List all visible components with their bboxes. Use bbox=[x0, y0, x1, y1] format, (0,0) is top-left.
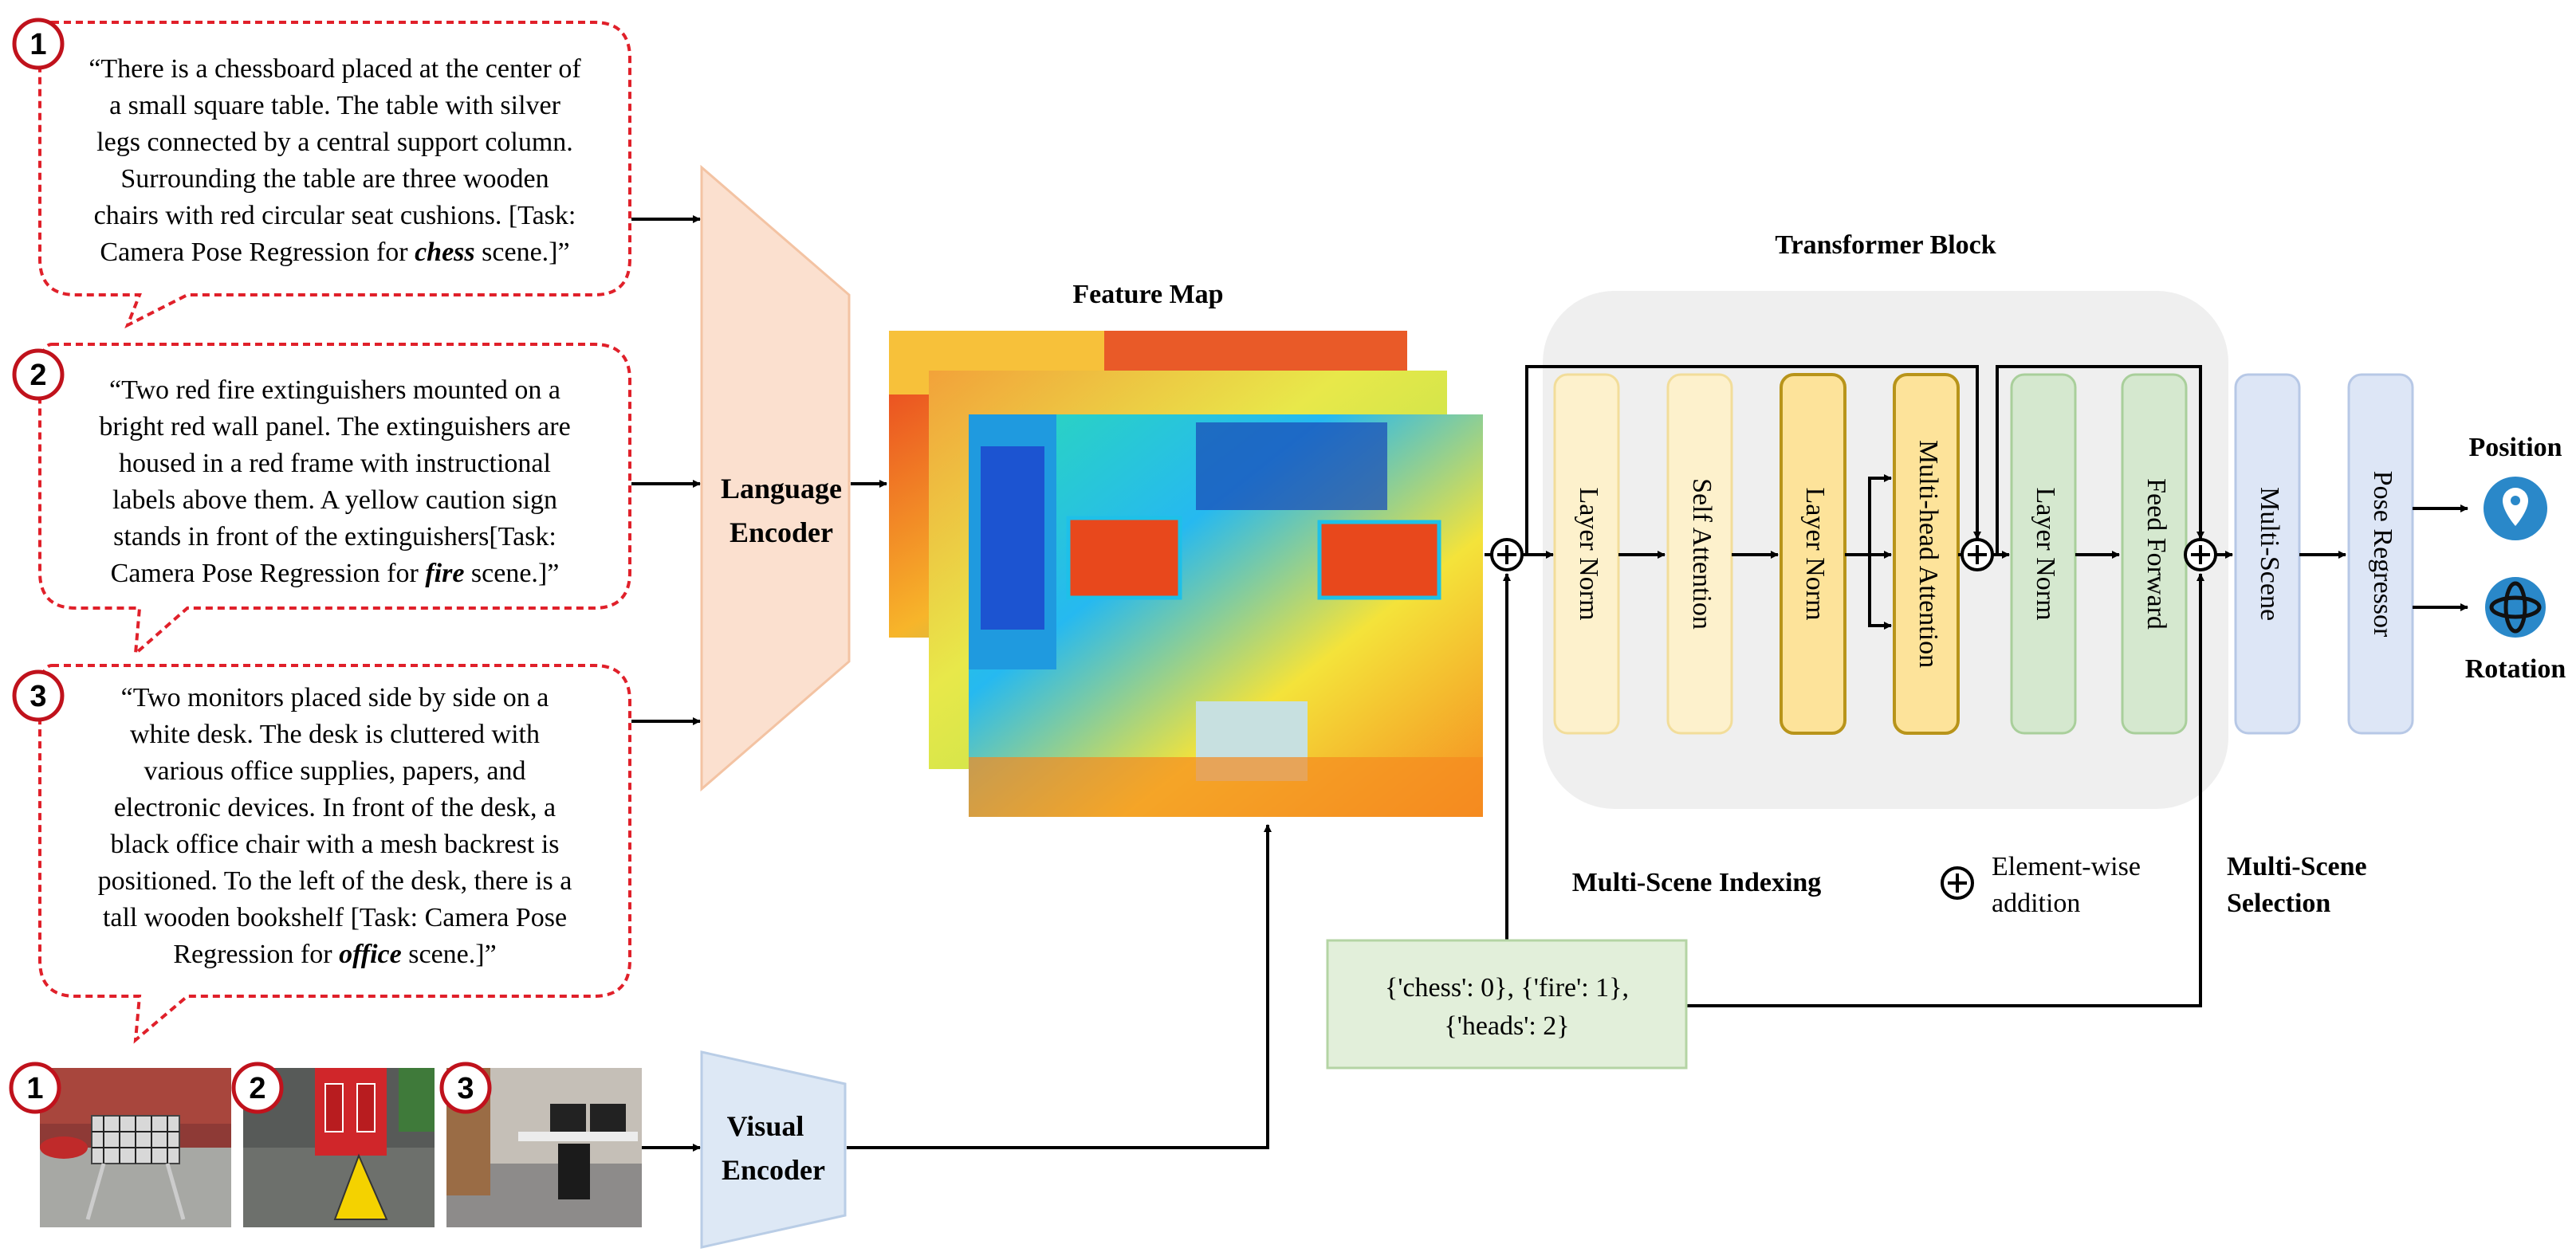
scene-image-1 bbox=[40, 1068, 231, 1227]
visual-encoder: Visual Encoder bbox=[700, 1050, 847, 1249]
svg-text:Layer Norm: Layer Norm bbox=[1800, 487, 1830, 620]
prompt-2-line: labels above them. A yellow caution sign bbox=[112, 485, 557, 515]
prompt-3-line: tall wooden bookshelf [Task: Camera Pose bbox=[103, 903, 567, 932]
prompt-number-3: 3 bbox=[29, 680, 46, 713]
language-encoder-label: Encoder bbox=[730, 516, 833, 548]
layer-norm-block-3: Layer Norm bbox=[2010, 373, 2077, 735]
feed-forward-block: Feed Forward bbox=[2121, 373, 2188, 735]
prompt-bubble-1: 1 “There is a chessboard placed at the c… bbox=[12, 18, 631, 329]
svg-text:Multi-head Attention: Multi-head Attention bbox=[1913, 440, 1943, 668]
visual-encoder-label: Encoder bbox=[722, 1154, 825, 1186]
position-label: Position bbox=[2468, 433, 2562, 462]
prompt-bubble-2: 2 “Two red fire extinguishers mounted on… bbox=[12, 343, 631, 657]
prompt-1-line: legs connected by a central support colu… bbox=[96, 128, 573, 157]
language-encoder-label: Language bbox=[721, 473, 842, 504]
image-number-3: 3 bbox=[457, 1072, 474, 1105]
prompt-3-last-line: Regression for office scene.]” bbox=[173, 940, 496, 969]
svg-text:Pose Regressor: Pose Regressor bbox=[2368, 471, 2397, 638]
image-number-1: 1 bbox=[26, 1072, 43, 1105]
svg-text:Feed Forward: Feed Forward bbox=[2141, 478, 2171, 630]
prompt-3-line: “Two monitors placed side by side on a bbox=[121, 683, 549, 712]
layer-norm-block-2: Layer Norm bbox=[1780, 373, 1846, 735]
svg-text:{'chess': 0}, {'fire': 1},: {'chess': 0}, {'fire': 1}, bbox=[1385, 973, 1629, 1003]
prompt-1-line: “There is a chessboard placed at the cen… bbox=[88, 54, 581, 84]
transformer-block-title: Transformer Block bbox=[1775, 230, 1996, 260]
prompt-2-line: bright red wall panel. The extinguishers… bbox=[99, 412, 570, 442]
visual-encoder-label: Visual bbox=[727, 1110, 804, 1142]
feature-map-stack bbox=[889, 331, 1483, 817]
element-wise-addition-legend-icon bbox=[1941, 866, 1974, 900]
multi-head-attention-block: Multi-head Attention bbox=[1893, 373, 1960, 735]
arrow-index-to-selection bbox=[1686, 573, 2204, 1007]
prompt-number-1: 1 bbox=[29, 28, 46, 61]
svg-text:Self Attention: Self Attention bbox=[1687, 478, 1717, 630]
prompt-3-line: positioned. To the left of the desk, the… bbox=[98, 866, 572, 896]
plus-node-1 bbox=[1490, 538, 1524, 571]
svg-text:Layer Norm: Layer Norm bbox=[2031, 487, 2060, 620]
layer-norm-block-1: Layer Norm bbox=[1553, 373, 1620, 735]
svg-text:Multi-Scene: Multi-Scene bbox=[2255, 487, 2284, 621]
feature-map-title: Feature Map bbox=[1072, 280, 1223, 309]
self-attention-block: Self Attention bbox=[1666, 373, 1733, 735]
prompt-2-line: stands in front of the extinguishers[Tas… bbox=[113, 522, 556, 551]
position-pin-icon bbox=[2484, 477, 2547, 540]
svg-text:Layer Norm: Layer Norm bbox=[1574, 487, 1603, 620]
pose-regressor-block: Pose Regressor bbox=[2347, 373, 2414, 735]
prompt-3-line: black office chair with a mesh backrest … bbox=[111, 830, 560, 859]
prompt-number-2: 2 bbox=[29, 359, 46, 392]
prompt-1-line: chairs with red circular seat cushions. … bbox=[94, 201, 576, 230]
prompt-3-line: white desk. The desk is cluttered with bbox=[130, 720, 540, 749]
rotation-icon bbox=[2485, 577, 2546, 638]
svg-text:{'heads': 2}: {'heads': 2} bbox=[1444, 1011, 1569, 1041]
prompt-2-line: housed in a red frame with instructional bbox=[119, 449, 551, 478]
multi-scene-block: Multi-Scene bbox=[2234, 373, 2301, 735]
arrow-visual-encoder-to-feature-map bbox=[847, 824, 1272, 1149]
residual-connection-1 bbox=[1525, 365, 1981, 555]
prompt-2-last-line: Camera Pose Regression for fire scene.]” bbox=[111, 559, 560, 588]
element-wise-addition-label: addition bbox=[1992, 889, 2080, 918]
prompt-1-line: Surrounding the table are three wooden bbox=[120, 164, 549, 194]
residual-connection-2 bbox=[1996, 365, 2204, 555]
element-wise-addition-label: Element-wise bbox=[1992, 852, 2141, 881]
prompt-1-last-line: Camera Pose Regression for chess scene.]… bbox=[100, 237, 569, 267]
multi-scene-selection-label: Selection bbox=[2227, 889, 2330, 918]
multi-scene-selection-label: Multi-Scene bbox=[2227, 852, 2367, 881]
image-number-2: 2 bbox=[249, 1072, 265, 1105]
prompt-3-line: various office supplies, papers, and bbox=[144, 756, 525, 786]
plus-node-2 bbox=[1961, 538, 1994, 571]
language-encoder: Language Encoder bbox=[700, 164, 851, 792]
prompt-bubble-3: 3 “Two monitors placed side by side on a… bbox=[12, 664, 631, 1044]
scene-name-fire: fire bbox=[425, 559, 464, 588]
scene-name-chess: chess bbox=[415, 237, 475, 267]
prompt-2-line: “Two red fire extinguishers mounted on a bbox=[109, 375, 560, 405]
plus-node-3 bbox=[2184, 538, 2217, 571]
prompt-1-line: a small square table. The table with sil… bbox=[109, 91, 561, 120]
rotation-label: Rotation bbox=[2465, 654, 2566, 684]
multi-scene-indexing-label: Multi-Scene Indexing bbox=[1572, 868, 1822, 897]
scene-index-box: {'chess': 0}, {'fire': 1}, {'heads': 2} bbox=[1326, 939, 1688, 1070]
scene-name-office: office bbox=[339, 940, 402, 969]
prompt-3-line: electronic devices. In front of the desk… bbox=[114, 793, 556, 822]
